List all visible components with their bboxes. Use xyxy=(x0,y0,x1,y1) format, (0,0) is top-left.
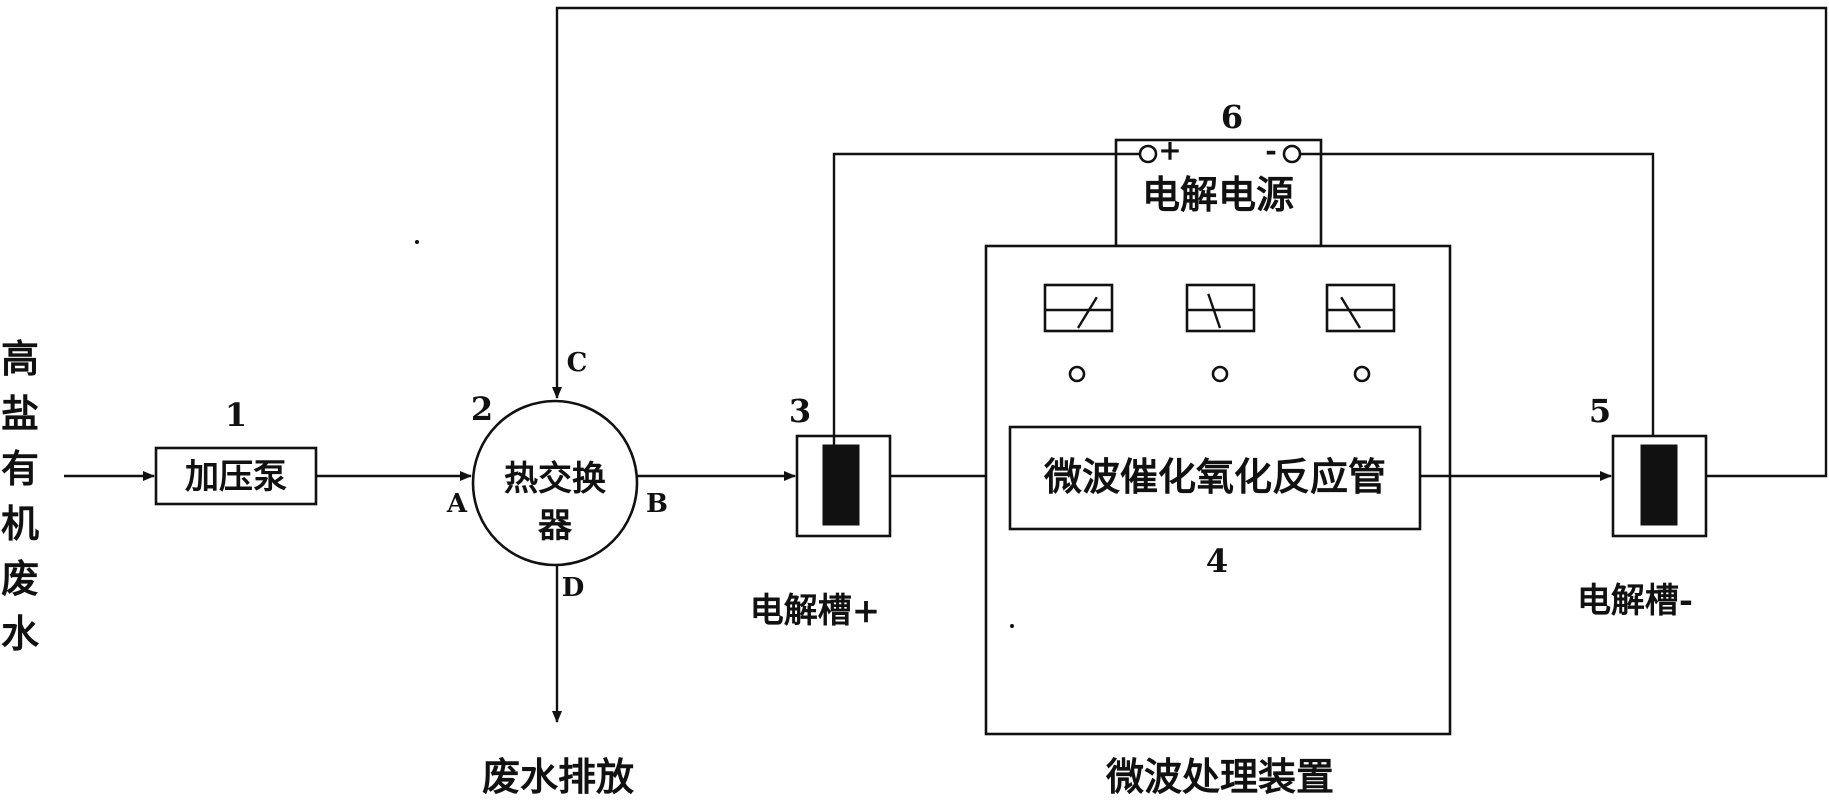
port-c-label: C xyxy=(567,348,588,378)
input-char-5: 水 xyxy=(1,611,40,656)
input-char-1: 盐 xyxy=(1,391,39,436)
microwave-device-label: 微波处理装置 xyxy=(1105,754,1334,799)
wire-positive-to-cell xyxy=(832,152,1140,445)
reactor-tube-label: 微波催化氧化反应管 xyxy=(1043,454,1386,499)
input-char-2: 有 xyxy=(1,446,39,491)
port-a-label: A xyxy=(446,489,468,519)
pump-number: 1 xyxy=(225,396,247,434)
cell-positive-label: 电解槽+ xyxy=(750,591,881,631)
heat-exchanger: 2 热交换 器 A B C D xyxy=(446,348,668,603)
gauge-2-face xyxy=(1185,283,1256,333)
input-char-3: 机 xyxy=(1,501,39,546)
pump-label: 加压泵 xyxy=(185,457,287,497)
positive-terminal-sign: + xyxy=(1158,134,1181,167)
speckle-1 xyxy=(415,240,419,244)
power-supply: 6 + - 电解电源 xyxy=(1114,98,1323,248)
cell-negative-number: 5 xyxy=(1589,392,1611,430)
negative-terminal xyxy=(1282,144,1302,164)
heat-exchanger-label-line1: 热交换 xyxy=(504,459,606,499)
port-d-label: D xyxy=(562,573,585,603)
microwave-device: 微波处理装置 微波催化氧化反应管 4 xyxy=(984,244,1452,799)
gauge-2-needle xyxy=(1207,293,1222,329)
heat-exchanger-circle xyxy=(471,399,639,567)
gauge-3-needle xyxy=(1340,296,1362,329)
knob-1 xyxy=(1068,365,1086,383)
gauge-2 xyxy=(1185,283,1256,333)
knob-2 xyxy=(1211,365,1229,383)
heat-exchanger-label-line2: 器 xyxy=(538,506,573,546)
input-label: 高 盐 有 机 废 水 xyxy=(1,336,40,656)
gauge-3 xyxy=(1325,283,1396,333)
knob-3 xyxy=(1353,365,1371,383)
discharge-label: 废水排放 xyxy=(482,754,634,799)
heat-exchanger-number: 2 xyxy=(471,390,493,428)
electrolytic-cell-positive: 3 电解槽+ xyxy=(750,392,892,631)
cell-positive-number: 3 xyxy=(789,392,811,430)
port-b-label: B xyxy=(646,489,668,519)
electrolytic-cell-negative: 5 电解槽- xyxy=(1577,392,1708,621)
cell-positive-electrode xyxy=(822,444,860,526)
power-supply-number: 6 xyxy=(1221,98,1243,136)
negative-terminal-sign: - xyxy=(1265,134,1277,167)
flow-return-to-heat-exchanger xyxy=(552,6,1828,478)
gauge-1-face xyxy=(1043,283,1114,333)
reactor-tube-box xyxy=(1008,425,1422,531)
input-char-0: 高 xyxy=(1,336,39,381)
cell-negative-label: 电解槽- xyxy=(1577,581,1693,621)
reactor-tube-number: 4 xyxy=(1206,542,1228,580)
speckle-2 xyxy=(1010,624,1014,628)
power-supply-label: 电解电源 xyxy=(1142,172,1294,217)
gauge-1-needle xyxy=(1076,296,1098,329)
gauge-1 xyxy=(1043,283,1114,333)
wire-negative-to-cell xyxy=(1300,152,1655,445)
gauge-3-face xyxy=(1325,283,1396,333)
pump: 1 加压泵 xyxy=(154,396,318,506)
positive-terminal xyxy=(1138,144,1158,164)
input-char-4: 废 xyxy=(1,556,39,601)
cell-negative-electrode xyxy=(1640,444,1678,526)
